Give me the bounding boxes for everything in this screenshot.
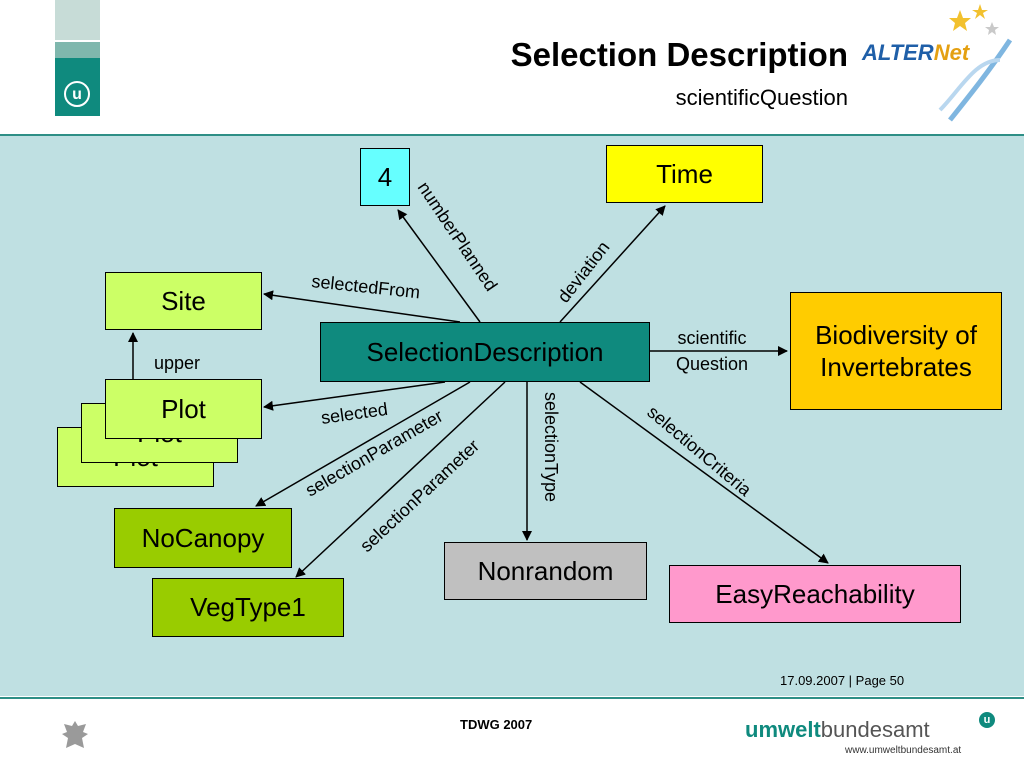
alternet-star-icon	[938, 4, 1013, 122]
umweltbundesamt-u-icon: u	[64, 81, 90, 107]
edge-selectedfrom	[263, 290, 461, 323]
edge-label-scientific: scientific	[677, 328, 746, 348]
edge-selected	[263, 381, 446, 411]
node-nocanopy: NoCanopy	[114, 508, 292, 568]
header-stripe-mid	[55, 42, 100, 58]
alternet-logo-part1: ALTER	[862, 40, 934, 65]
alternet-logo: ALTERNet	[862, 40, 969, 66]
edge-label-selectioncriteria: selectionCriteria	[643, 402, 755, 501]
edge-label-numberplanned: numberPlanned	[414, 178, 502, 295]
node-time: Time	[606, 145, 763, 203]
edge-selectionparameter-1	[255, 381, 471, 507]
edge-label-question: Question	[676, 354, 748, 374]
edge-label-upper: upper	[154, 353, 200, 373]
uba-url: www.umweltbundesamt.at	[845, 745, 962, 756]
node-plot: Plot	[105, 379, 262, 439]
uba-logo-part2: bundesamt	[820, 717, 930, 742]
umweltbundesamt-logo: umweltbundesamt	[745, 717, 930, 743]
edge-deviation	[559, 205, 666, 323]
uba-u-icon: u	[979, 712, 995, 728]
uba-logo-part1: umwelt	[745, 717, 821, 742]
node-nonrandom: Nonrandom	[444, 542, 647, 600]
node-four: 4	[360, 148, 410, 206]
edge-label-selectedfrom: selectedFrom	[311, 271, 422, 302]
node-easyreachability: EasyReachability	[669, 565, 961, 623]
edge-selectioncriteria	[579, 381, 829, 564]
footer-event: TDWG 2007	[460, 717, 533, 732]
edge-label-selected: selected	[320, 399, 389, 428]
edge-numberplanned	[397, 209, 481, 323]
alternet-logo-part2: Net	[933, 40, 970, 65]
page-subtitle: scientificQuestion	[675, 85, 848, 110]
node-selection-description: SelectionDescription	[320, 322, 650, 382]
page-title: Selection Description	[510, 36, 848, 73]
node-site: Site	[105, 272, 262, 330]
header-divider	[0, 134, 1024, 136]
node-vegtype1: VegType1	[152, 578, 344, 637]
header	[0, 0, 1024, 135]
footer-divider	[0, 697, 1024, 699]
node-biodiversity: Biodiversity of Invertebrates	[790, 292, 1002, 410]
edge-selectionparameter-2	[295, 381, 506, 578]
edge-label-selectiontype: selectionType	[541, 392, 561, 502]
header-stripe-light	[55, 0, 100, 40]
austrian-eagle-icon	[62, 721, 88, 748]
footer-date-page: 17.09.2007 | Page 50	[780, 673, 905, 688]
